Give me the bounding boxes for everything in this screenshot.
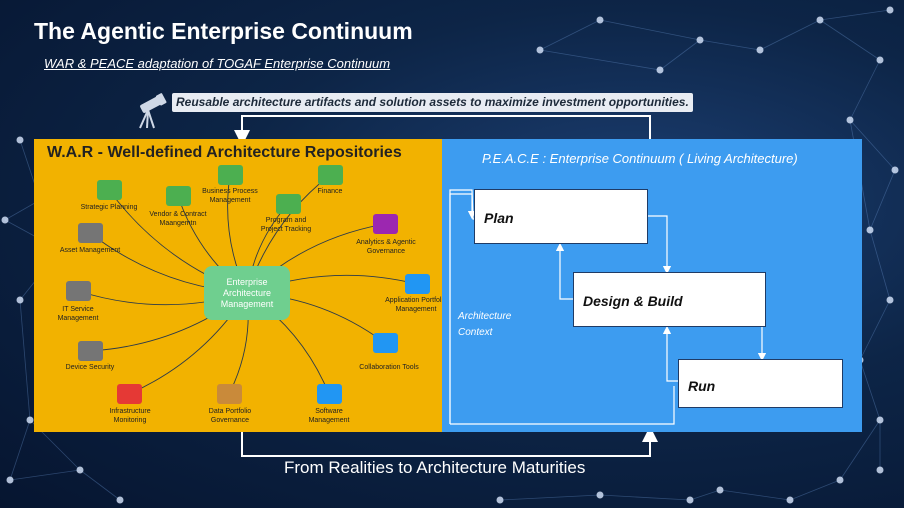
network-node: [116, 496, 124, 504]
network-link: [689, 489, 721, 501]
network-link: [499, 494, 601, 501]
network-node: [876, 466, 884, 474]
war-node-label: Analytics & Agentic Governance: [356, 239, 416, 255]
network-link: [869, 169, 896, 231]
peace-flow-arrows: [449, 189, 767, 425]
war-node-icon: [217, 384, 242, 404]
war-node-icon: [276, 194, 301, 214]
network-link: [789, 479, 841, 501]
war-node-icon: [373, 333, 398, 353]
war-node-icon: [78, 223, 103, 243]
network-node: [596, 491, 604, 499]
network-node: [756, 46, 764, 54]
network-node: [716, 486, 724, 494]
stage-run: Run: [678, 359, 843, 408]
war-node-icon: [117, 384, 142, 404]
network-node: [891, 166, 899, 174]
network-node: [876, 416, 884, 424]
network-node: [696, 36, 704, 44]
war-panel: W.A.R - Well-defined Architecture Reposi…: [34, 139, 447, 432]
reuse-banner: Reusable architecture artifacts and solu…: [172, 93, 693, 112]
network-node: [686, 496, 694, 504]
network-node: [16, 136, 24, 144]
network-link: [819, 19, 881, 61]
network-node: [536, 46, 544, 54]
war-node-icon: [78, 341, 103, 361]
war-node-icon: [317, 384, 342, 404]
architecture-context-label: Architecture Context: [458, 311, 512, 338]
network-node: [16, 296, 24, 304]
network-node: [886, 6, 894, 14]
network-node: [496, 496, 504, 504]
network-node: [596, 16, 604, 24]
war-node-label: Device Security: [65, 364, 115, 371]
page-subtitle: WAR & PEACE adaptation of TOGAF Enterpri…: [44, 56, 391, 71]
network-node: [6, 476, 14, 484]
network-node: [836, 476, 844, 484]
network-link: [539, 49, 661, 71]
network-link: [539, 19, 601, 51]
network-link: [699, 39, 761, 51]
network-node: [656, 66, 664, 74]
war-node-icon: [166, 186, 191, 206]
war-node-label: Vendor & Contract Maangemtn: [149, 211, 207, 227]
network-node: [76, 466, 84, 474]
peace-panel: P.E.A.C.E : Enterprise Continuum ( Livin…: [442, 139, 862, 432]
war-node-label: IT Service Management: [57, 306, 99, 322]
war-node-label: Program and Project Tracking: [260, 217, 312, 233]
network-node: [866, 226, 874, 234]
war-node-label: Strategic Planning: [80, 204, 138, 211]
network-link: [859, 359, 881, 421]
peace-title: P.E.A.C.E : Enterprise Continuum ( Livin…: [482, 151, 798, 166]
network-node: [876, 56, 884, 64]
network-link: [9, 419, 31, 481]
network-node: [846, 116, 854, 124]
war-title: W.A.R - Well-defined Architecture Reposi…: [47, 144, 402, 161]
war-node-label: Software Management: [308, 408, 350, 424]
telescope-icon: [139, 93, 167, 129]
network-link: [599, 19, 701, 41]
war-node-label: Application Portfolio Management: [385, 297, 447, 313]
network-link: [859, 299, 891, 361]
stage-design-build: Design & Build: [573, 272, 766, 327]
network-node: [816, 16, 824, 24]
war-node-label: Data Portfolio Governance: [208, 408, 252, 424]
war-node-icon: [218, 165, 243, 185]
network-link: [719, 489, 791, 501]
page-title: The Agentic Enterprise Continuum: [34, 18, 413, 44]
network-link: [9, 469, 81, 481]
war-node-icon: [405, 274, 430, 294]
network-link: [819, 9, 891, 21]
network-link: [839, 419, 881, 481]
enterprise-architecture-management-node: Enterprise Architecture Management: [204, 266, 290, 320]
network-link: [19, 299, 31, 421]
network-link: [849, 119, 896, 171]
network-node: [786, 496, 794, 504]
network-link: [869, 229, 891, 301]
footer-caption: From Realities to Architecture Maturitie…: [284, 458, 586, 477]
war-node-label: Collaboration Tools: [359, 364, 419, 371]
network-node: [1, 216, 9, 224]
network-link: [849, 59, 881, 121]
network-node: [26, 416, 34, 424]
war-node-label: Infrastructure Monitoring: [109, 408, 151, 424]
war-node-icon: [97, 180, 122, 200]
war-node-label: Finance: [317, 188, 343, 195]
network-link: [79, 469, 121, 501]
network-node: [886, 296, 894, 304]
war-node-icon: [318, 165, 343, 185]
war-node-icon: [66, 281, 91, 301]
network-link: [759, 19, 821, 51]
war-node-label: Business Process Management: [202, 188, 258, 204]
network-link: [599, 494, 691, 501]
stage-plan: Plan: [474, 189, 648, 244]
network-link: [659, 39, 701, 71]
war-node-icon: [373, 214, 398, 234]
center-label: Enterprise Architecture Management: [220, 276, 274, 309]
war-node-label: Asset Management: [59, 247, 121, 254]
